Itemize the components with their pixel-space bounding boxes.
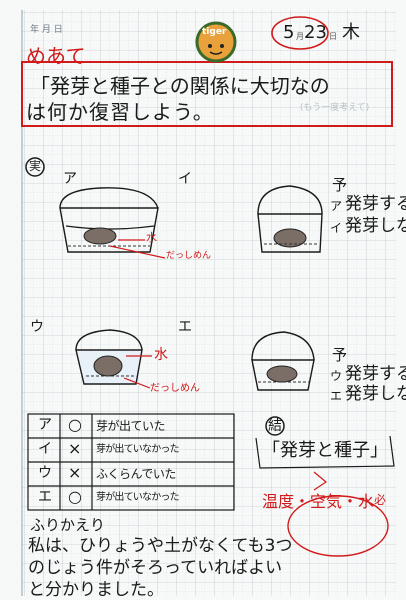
results-row-4-mark: エ: [38, 489, 52, 505]
prediction-2-row-c-mark: ウ: [330, 369, 343, 383]
results-row-1-mark: ア: [38, 417, 52, 433]
date-month: 5: [283, 22, 295, 43]
cup-b-drawing: [257, 185, 323, 253]
goal-faint-note: (もう一度考えて): [300, 103, 370, 113]
prediction-2-mark: 予: [332, 346, 348, 364]
results-row-2-symbol: ×: [68, 439, 82, 458]
goal-box: [21, 61, 393, 127]
goal-line-2: は何か復習しよう。: [26, 100, 214, 124]
cup-a-cotton-label: だっしめん: [166, 251, 212, 261]
sticker-label: tiger: [202, 27, 227, 37]
results-row-2-mark: イ: [38, 441, 52, 457]
results-row-4-symbol: ○: [68, 487, 82, 506]
experiment-mark: 実: [29, 159, 42, 173]
prediction-2-row-c-text: 発芽する: [345, 364, 406, 384]
cup-d-drawing: [251, 331, 315, 391]
prediction-2-row-d-text: 発芽しない: [345, 384, 406, 404]
grid-paper: [22, 10, 396, 596]
date-day: 23: [304, 22, 327, 43]
results-row-4-text: 芽が出ていなかった: [96, 492, 180, 503]
cup-c-water-label: 水: [154, 347, 168, 363]
prediction-1-row-a-mark: ア: [330, 199, 343, 213]
prediction-1-row-b-text: 発芽しない: [345, 216, 406, 236]
printed-date-label: 年 月 日: [30, 25, 63, 35]
results-row-2-text: 芽が出ていなかった: [96, 444, 180, 455]
cup-d-mark: エ: [178, 319, 192, 335]
cup-a-drawing: [59, 187, 166, 259]
cup-c-drawing: [75, 329, 152, 389]
date-circle: [271, 16, 329, 50]
prediction-1-mark: 予: [332, 176, 348, 194]
weekday: 木: [342, 22, 360, 43]
results-row-3-text: ふくらんでいた: [96, 467, 176, 481]
conclusion-answer: 温度・空気・水: [262, 492, 375, 511]
results-table-grid: [27, 413, 235, 511]
reflection-line-2: のじょう件がそろっていればよい: [28, 558, 283, 578]
prediction-1-row-b-mark: イ: [330, 221, 343, 235]
results-row-3-symbol: ×: [68, 463, 82, 482]
cup-b-mark: イ: [178, 171, 192, 187]
reflection-line-3: と分かりました。: [28, 580, 164, 600]
conclusion-answer-circled: 必: [374, 493, 387, 507]
reflection-line-1: 私は、ひりょうや土がなくても3つ: [28, 536, 293, 556]
results-row-1-text: 芽が出ていた: [96, 419, 166, 433]
date-month-suffix: 月: [296, 32, 304, 41]
cup-a-water-label: 水: [146, 231, 157, 244]
prediction-2-row-d-mark: エ: [330, 389, 343, 403]
tiger-sticker: [195, 21, 237, 63]
conclusion-mark: 結: [268, 418, 282, 434]
goal-label: めあて: [26, 44, 86, 68]
cup-c-mark: ウ: [30, 319, 44, 335]
goal-line-1: 「発芽と種子との関係に大切なの: [30, 74, 330, 98]
cup-c-cotton-label: だっしめん: [150, 383, 200, 394]
conclusion-text: 「発芽と種子」: [262, 440, 388, 461]
reflection-title: ふりかえり: [30, 516, 106, 534]
prediction-1-row-a-text: 発芽する: [345, 194, 406, 214]
date-day-suffix: 日: [329, 32, 337, 41]
cup-a-mark: ア: [63, 171, 77, 187]
results-row-1-symbol: ○: [68, 415, 82, 434]
results-row-3-mark: ウ: [38, 465, 52, 481]
